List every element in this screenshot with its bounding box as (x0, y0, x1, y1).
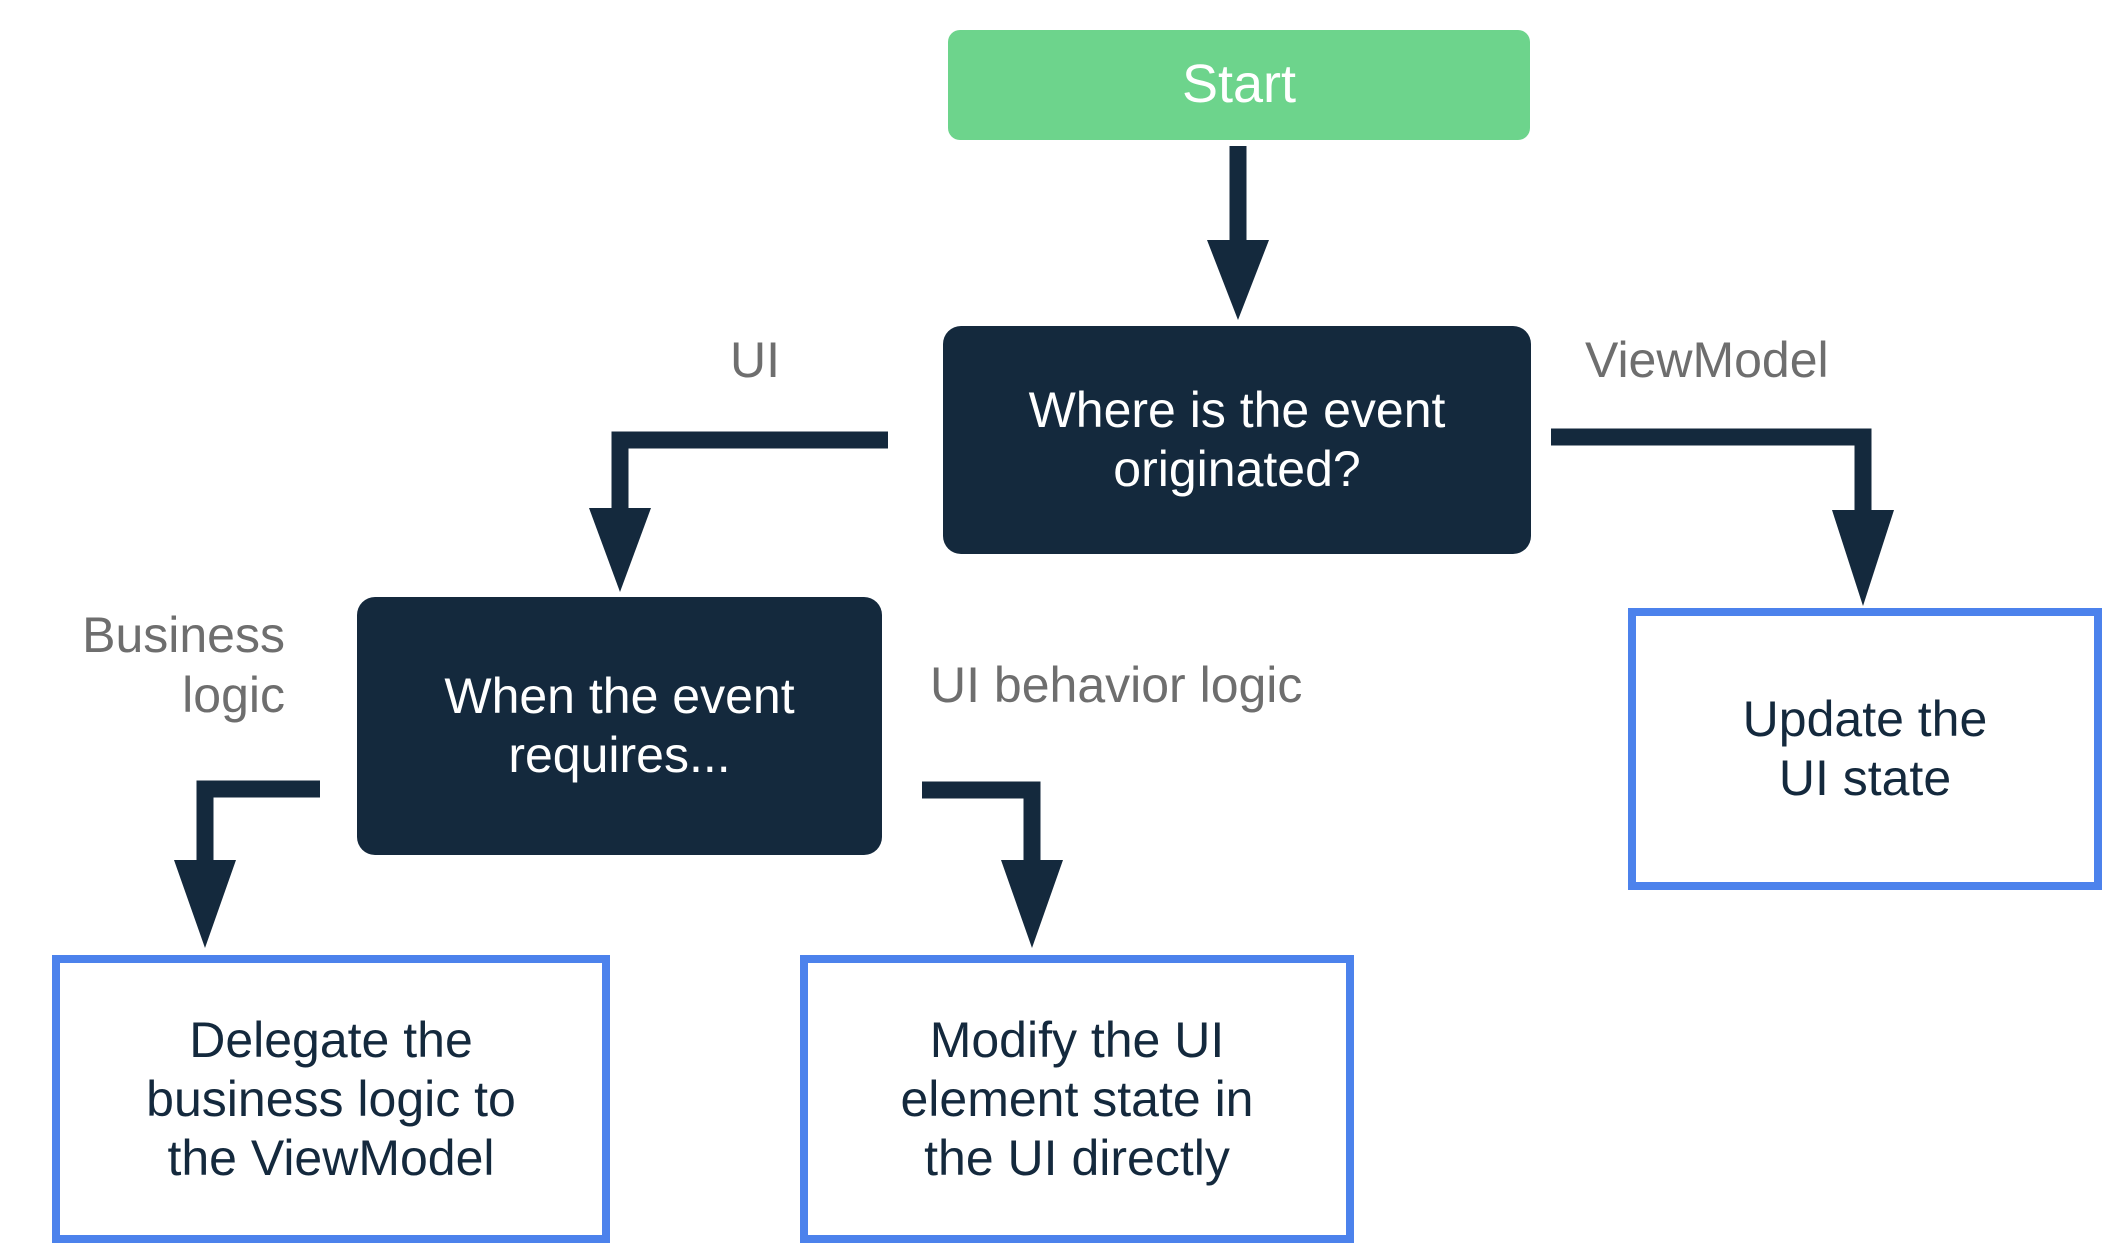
node-outcome-modify-ui-directly[interactable]: Modify the UI element state in the UI di… (800, 955, 1354, 1243)
node-start[interactable]: Start (948, 30, 1530, 140)
node-decision-event-origin[interactable]: Where is the event originated? (943, 326, 1531, 554)
node-outcome-modify-ui-directly-label: Modify the UI element state in the UI di… (900, 1011, 1254, 1186)
edge-label-ui-behavior-logic: UI behavior logic (930, 657, 1303, 713)
edge-label-viewmodel: ViewModel (1585, 332, 1829, 388)
node-start-label: Start (1181, 54, 1297, 115)
node-outcome-update-ui-state[interactable]: Update the UI state (1628, 608, 2102, 890)
edge-label-ui: UI (730, 332, 780, 388)
node-outcome-delegate-to-viewmodel[interactable]: Delegate the business logic to the ViewM… (52, 955, 610, 1243)
node-decision-event-requires[interactable]: When the event requires... (357, 597, 882, 855)
node-outcome-delegate-to-viewmodel-label: Delegate the business logic to the ViewM… (146, 1011, 516, 1186)
node-decision-event-requires-label: When the event requires... (444, 668, 795, 783)
edge-decision1-to-update-ui (1551, 428, 1894, 606)
edge-label-business-logic: Business logic (82, 607, 285, 723)
edge-start-to-decision1 (1207, 146, 1269, 320)
edge-decision2-to-delegate (174, 780, 320, 948)
node-outcome-update-ui-state-label: Update the UI state (1742, 691, 1988, 806)
edge-decision1-to-decision2 (589, 431, 888, 592)
edge-decision2-to-modify-ui (922, 781, 1063, 948)
node-decision-event-origin-label: Where is the event originated? (1028, 382, 1446, 497)
